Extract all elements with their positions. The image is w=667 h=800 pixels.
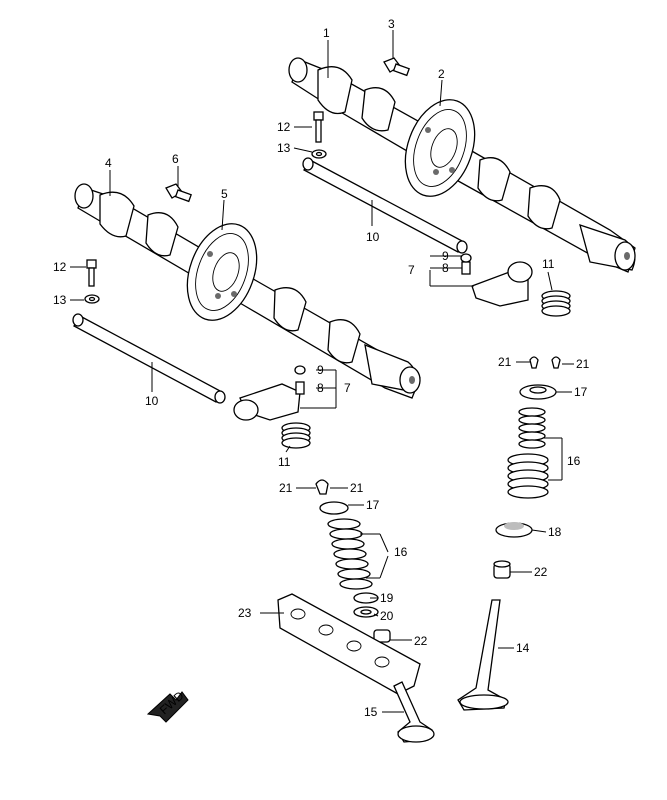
bolt-12-front	[86, 259, 97, 287]
retainer-17-left	[319, 501, 349, 515]
callout-17-left: 17	[366, 498, 380, 512]
callout-13-rear: 13	[277, 141, 291, 155]
callout-11-front: 11	[278, 455, 291, 469]
callout-8-rear: 8	[442, 261, 449, 275]
spring-11-rear	[541, 290, 571, 317]
callout-12-front: 12	[53, 260, 67, 274]
callout-23: 23	[238, 606, 252, 620]
rocker-arm-rear	[460, 253, 533, 307]
callout-8-front: 8	[317, 381, 324, 395]
callout-15: 15	[364, 705, 378, 719]
callout-17-right: 17	[574, 385, 588, 399]
callout-13-front: 13	[53, 293, 67, 307]
callout-22-right: 22	[534, 565, 548, 579]
callout-22-left: 22	[414, 634, 428, 648]
washer-13-rear	[311, 149, 327, 159]
callout-21-right-a: 21	[498, 355, 512, 369]
callout-5: 5	[221, 187, 228, 201]
fwd-arrow: FWD	[146, 688, 189, 723]
callout-20: 20	[380, 609, 394, 623]
callout-21-left: 21	[279, 481, 293, 495]
retainer-17-right	[519, 384, 557, 400]
callout-11-rear: 11	[542, 257, 555, 271]
callout-4: 4	[105, 156, 112, 170]
callout-16-left: 16	[394, 545, 408, 559]
callout-12-rear: 12	[277, 120, 291, 134]
callout-1: 1	[323, 26, 330, 40]
callout-10-rear: 10	[366, 230, 380, 244]
callout-9-rear: 9	[442, 249, 449, 263]
rocker-arm-front	[233, 365, 306, 421]
spring-11-front	[281, 422, 311, 449]
callout-18: 18	[548, 525, 562, 539]
callout-10-front: 10	[145, 394, 159, 408]
camshaft-rear	[288, 57, 636, 273]
cotter-21-right	[529, 356, 561, 369]
spring-seat-18	[495, 522, 533, 538]
cotter-21-left	[315, 479, 329, 495]
callout-21-left-b: 21	[350, 481, 364, 495]
valve-15	[393, 681, 435, 743]
callout-14: 14	[516, 641, 530, 655]
sprocket-bolt-rear	[383, 57, 410, 77]
leader-lines	[70, 30, 574, 713]
callout-6: 6	[172, 152, 179, 166]
washer-13-front	[84, 294, 100, 304]
callout-2: 2	[438, 67, 445, 81]
callout-labels: 1 2 3 4 5 6 7 7 8 8 9 9 10 10 11 11 12 1…	[53, 17, 590, 719]
guide-plate-23	[277, 593, 421, 695]
rocker-shaft-front	[72, 313, 226, 404]
bolt-12-rear	[313, 111, 324, 143]
callout-21-right-b: 21	[576, 357, 590, 371]
rocker-shaft-rear	[302, 157, 468, 254]
seal-22-left	[373, 629, 391, 643]
sprocket-bolt-front	[165, 183, 192, 203]
callout-7-rear: 7	[408, 263, 415, 277]
callout-19: 19	[380, 591, 394, 605]
callout-16-right: 16	[567, 454, 581, 468]
callout-7-front: 7	[344, 381, 351, 395]
camshaft-front	[74, 183, 421, 399]
valve-springs-16-left	[327, 518, 373, 590]
callout-9-front: 9	[317, 363, 324, 377]
seal-22-right	[493, 560, 511, 579]
callout-3: 3	[388, 17, 395, 31]
valve-springs-16-right	[507, 407, 549, 499]
valve-14	[457, 599, 509, 711]
washer-20	[353, 606, 379, 618]
